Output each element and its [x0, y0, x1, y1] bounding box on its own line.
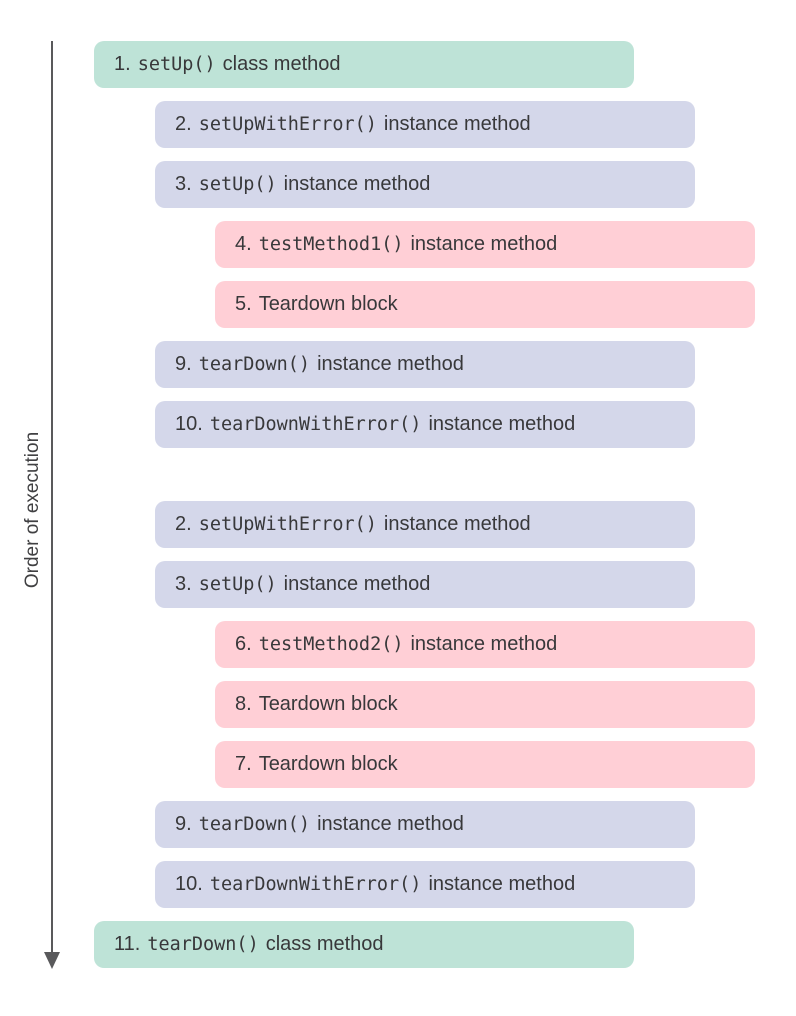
step-label: instance method: [383, 513, 531, 535]
execution-step-bar: 11. tearDown() class method: [94, 921, 634, 968]
axis-line: [51, 41, 53, 954]
step-number: 4.: [235, 233, 252, 255]
step-label: instance method: [410, 633, 558, 655]
step-number: 3.: [175, 573, 192, 595]
step-label: instance method: [428, 873, 576, 895]
step-label: instance method: [428, 413, 576, 435]
step-code: tearDownWithError(): [209, 874, 422, 895]
step-number: 3.: [175, 173, 192, 195]
step-label: class method: [265, 933, 384, 955]
step-label: Teardown block: [258, 753, 398, 775]
execution-step-bar: 2. setUpWithError() instance method: [155, 501, 695, 548]
step-label: instance method: [283, 573, 431, 595]
step-number: 5.: [235, 293, 252, 315]
execution-bars: 1. setUp() class method 2. setUpWithError() i…: [94, 41, 755, 968]
step-code: setUp(): [198, 574, 277, 595]
execution-step-bar: 4. testMethod1() instance method: [215, 221, 755, 268]
execution-step-bar: 6. testMethod2() instance method: [215, 621, 755, 668]
execution-step-bar: 7. Teardown block: [215, 741, 755, 788]
axis-arrowhead-icon: [44, 952, 60, 969]
execution-group-2: 2. setUpWithError() instance method 3. setUp…: [94, 501, 755, 968]
step-label: instance method: [317, 353, 464, 375]
execution-step-bar: 10. tearDownWithError() instance method: [155, 401, 695, 448]
step-code: tearDown(): [147, 934, 259, 955]
step-number: 11.: [114, 933, 141, 955]
step-label: instance method: [383, 113, 531, 135]
step-code: tearDown(): [198, 354, 311, 375]
step-label: Teardown block: [258, 293, 398, 315]
step-code: setUpWithError(): [198, 114, 377, 135]
step-label: instance method: [317, 813, 464, 835]
step-number: 10.: [175, 873, 203, 895]
execution-step-bar: 9. tearDown() instance method: [155, 801, 695, 848]
step-label: class method: [222, 53, 341, 75]
step-number: 9.: [175, 813, 192, 835]
step-code: setUpWithError(): [198, 514, 377, 535]
step-number: 7.: [235, 753, 252, 775]
execution-step-bar: 5. Teardown block: [215, 281, 755, 328]
step-number: 1.: [114, 53, 131, 75]
execution-step-bar: 1. setUp() class method: [94, 41, 634, 88]
step-label: instance method: [283, 173, 431, 195]
step-number: 8.: [235, 693, 252, 715]
execution-step-bar: 3. setUp() instance method: [155, 161, 695, 208]
execution-step-bar: 3. setUp() instance method: [155, 561, 695, 608]
step-number: 2.: [175, 113, 192, 135]
axis-label: Order of execution: [22, 431, 43, 589]
execution-step-bar: 10. tearDownWithError() instance method: [155, 861, 695, 908]
step-number: 10.: [175, 413, 203, 435]
step-number: 6.: [235, 633, 252, 655]
execution-step-bar: 9. tearDown() instance method: [155, 341, 695, 388]
step-code: tearDown(): [198, 814, 311, 835]
step-code: tearDownWithError(): [209, 414, 422, 435]
execution-step-bar: 2. setUpWithError() instance method: [155, 101, 695, 148]
step-label: instance method: [410, 233, 558, 255]
step-number: 2.: [175, 513, 192, 535]
step-code: testMethod2(): [258, 634, 404, 655]
execution-group-1: 1. setUp() class method 2. setUpWithError() i…: [94, 41, 755, 448]
step-code: setUp(): [137, 54, 216, 75]
step-code: testMethod1(): [258, 234, 404, 255]
step-code: setUp(): [198, 174, 277, 195]
step-label: Teardown block: [258, 693, 398, 715]
execution-step-bar: 8. Teardown block: [215, 681, 755, 728]
step-number: 9.: [175, 353, 192, 375]
